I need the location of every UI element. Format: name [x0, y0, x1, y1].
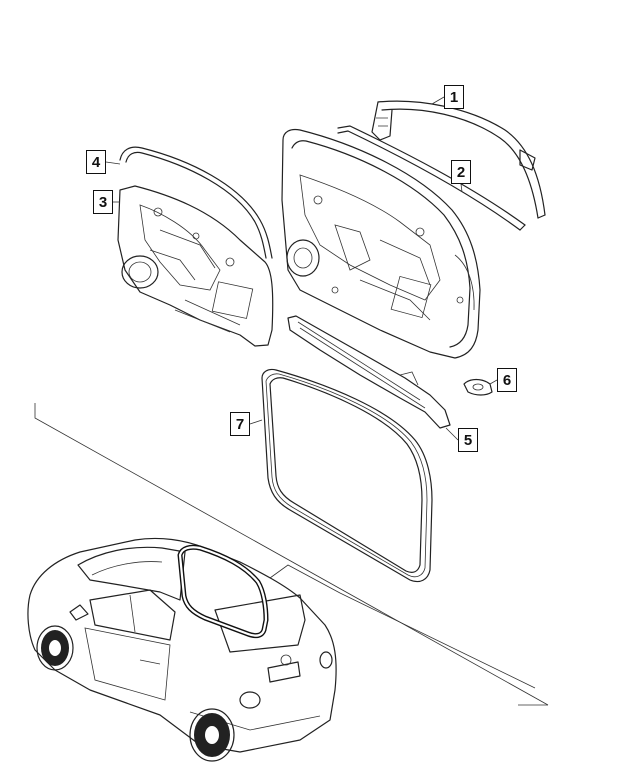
callout-1: 1 [444, 85, 464, 109]
car-illustration [27, 537, 337, 762]
part-3-door-trim-panel [117, 185, 274, 347]
part-5-lower-seal [287, 315, 451, 429]
part-1-window-frame [371, 100, 546, 219]
callout-5: 5 [458, 428, 478, 452]
part-6-clip [463, 378, 493, 396]
callout-2: 2 [451, 160, 471, 184]
reference-lines [34, 403, 549, 706]
callout-7: 7 [230, 412, 250, 436]
part-2-belt-weatherstrip [337, 125, 526, 231]
door-shell [281, 128, 481, 359]
part-7-door-seal [261, 368, 433, 583]
part-4-trim-strip [119, 146, 273, 259]
callout-6: 6 [497, 368, 517, 392]
callout-4: 4 [86, 150, 106, 174]
callout-3: 3 [93, 190, 113, 214]
